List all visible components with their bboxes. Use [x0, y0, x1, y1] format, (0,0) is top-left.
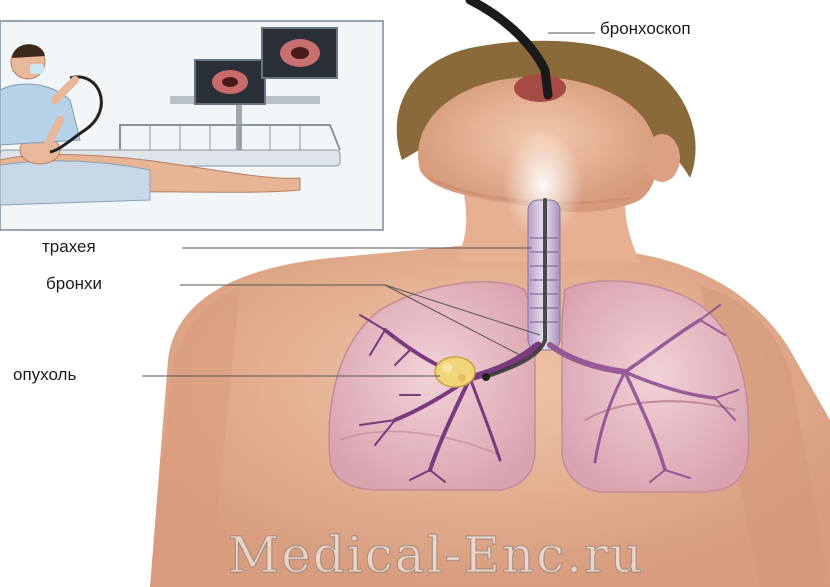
watermark: Medical-Enc.ru — [228, 526, 644, 584]
ear — [644, 134, 680, 182]
bronchoscope-label: бронхоскоп — [600, 19, 691, 39]
trachea-label: трахея — [42, 237, 96, 257]
tumor-label: опухоль — [13, 365, 76, 385]
procedure-inset — [0, 21, 383, 230]
bronchi-label: бронхи — [46, 274, 102, 294]
tumor — [435, 357, 475, 387]
mouth — [514, 74, 566, 102]
